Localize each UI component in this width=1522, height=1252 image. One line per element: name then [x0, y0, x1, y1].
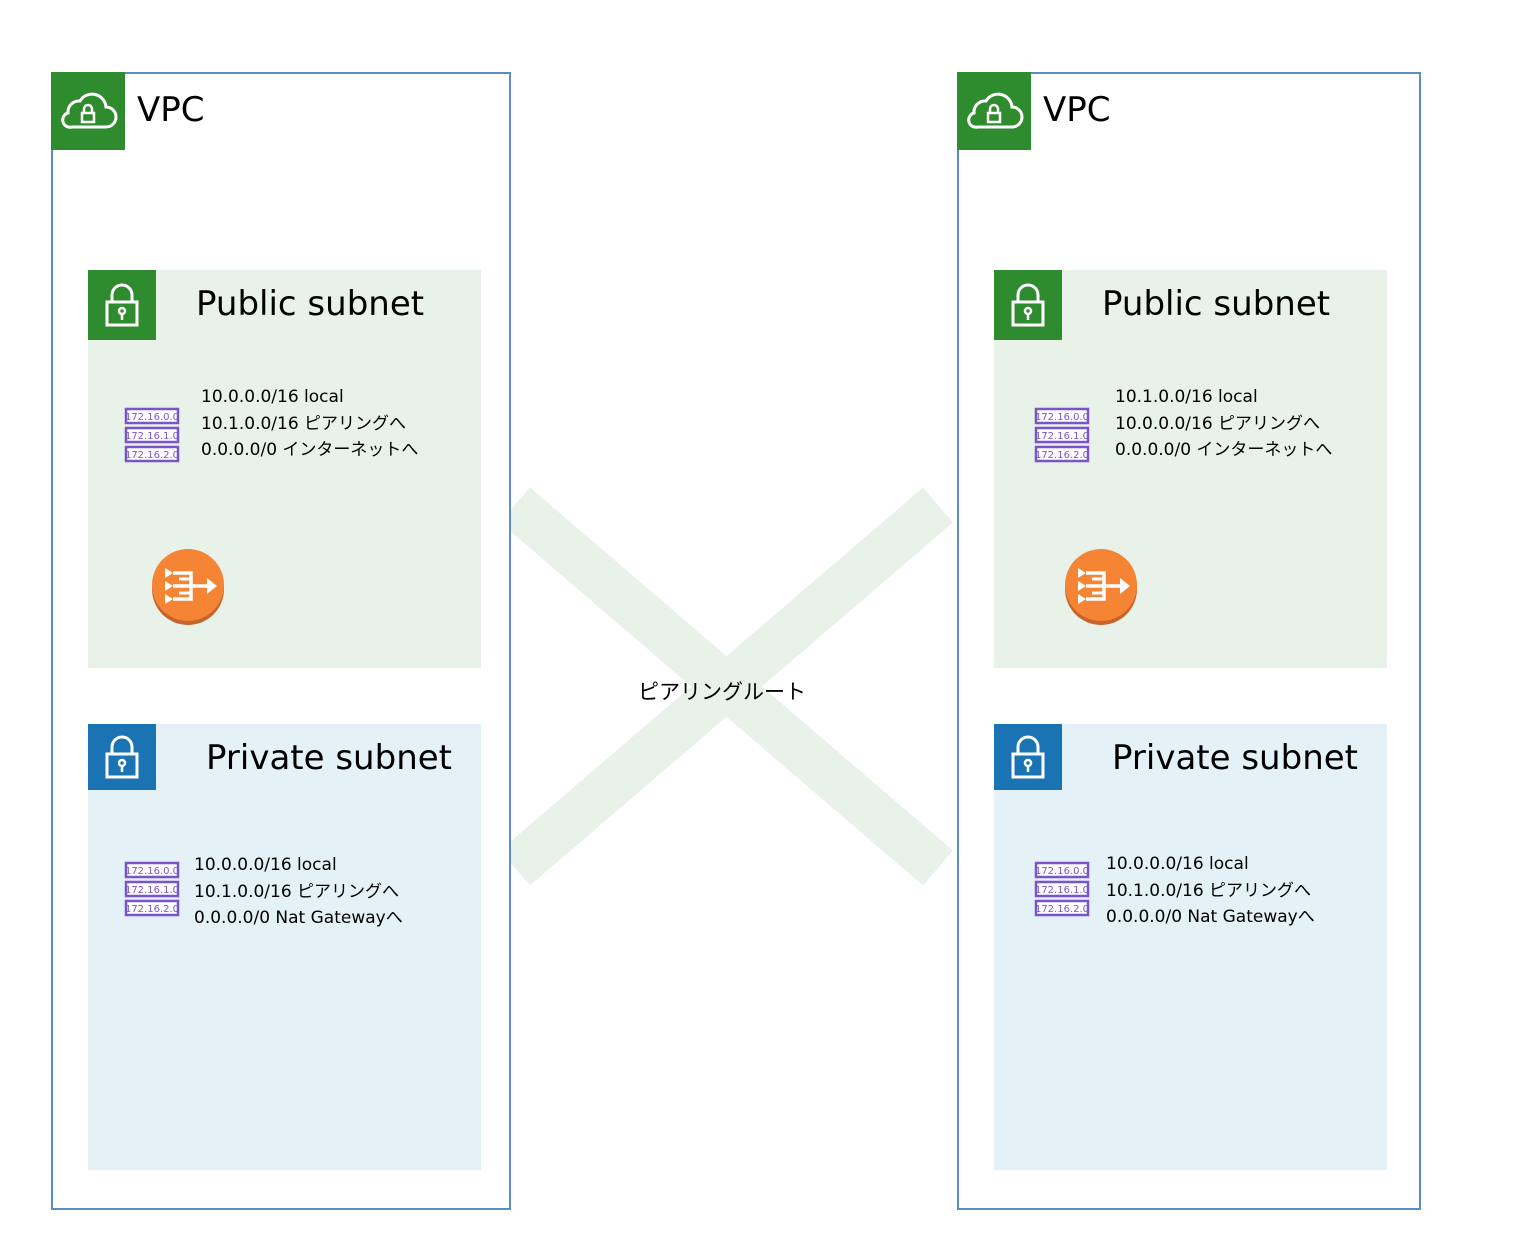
subnet-badge [88, 724, 156, 790]
padlock-icon [1011, 283, 1045, 327]
route-table-label: 172.16.2.0 [1035, 450, 1089, 461]
route-entry: 0.0.0.0/0 インターネットへ [1115, 440, 1333, 460]
vpc-badge [51, 72, 125, 150]
route-table-label: 172.16.1.0 [1035, 885, 1089, 896]
route-entry: 0.0.0.0/0 Nat Gatewayへ [1106, 907, 1315, 927]
padlock-icon [105, 735, 139, 779]
peering-route-label: ピアリングルート [638, 680, 806, 704]
route-table-label: 172.16.0.0 [1035, 412, 1089, 423]
nat-gateway-icon [152, 549, 224, 625]
subnet-badge [994, 270, 1062, 340]
route-table-label: 172.16.2.0 [125, 904, 179, 915]
route-entry: 10.0.0.0/16 ピアリングへ [1115, 413, 1321, 434]
vpc-title: VPC [137, 90, 205, 130]
route-table-label: 172.16.2.0 [125, 450, 179, 461]
route-table-icon: 172.16.0.0 172.16.1.0 172.16.2.0 [1034, 861, 1090, 917]
vpc-badge [957, 72, 1031, 150]
subnet-badge [994, 724, 1062, 790]
vpc-right: VPC Public subnet 172.16.0.0 172.16.1.0 … [957, 72, 1421, 1210]
subnet-badge [88, 270, 156, 340]
route-list: 10.1.0.0/16 local 10.0.0.0/16 ピアリングへ 0.0… [1115, 384, 1332, 464]
route-table-label: 172.16.1.0 [125, 431, 179, 442]
route-table-icon: 172.16.0.0 172.16.1.0 172.16.2.0 [1034, 407, 1090, 463]
route-entry: 10.1.0.0/16 ピアリングへ [194, 881, 400, 902]
cloud-lock-icon [61, 92, 118, 129]
nat-gateway-icon [1065, 549, 1137, 625]
route-entry: 10.1.0.0/16 local [1115, 387, 1258, 407]
route-table-icon: 172.16.0.0 172.16.1.0 172.16.2.0 [124, 861, 180, 917]
route-entry: 0.0.0.0/0 インターネットへ [201, 440, 419, 460]
padlock-icon [1011, 735, 1045, 779]
route-list: 10.0.0.0/16 local 10.1.0.0/16 ピアリングへ 0.0… [194, 852, 403, 932]
route-table-label: 172.16.0.0 [1035, 866, 1089, 877]
route-entry: 10.0.0.0/16 local [194, 855, 337, 875]
cloud-lock-icon [967, 92, 1024, 129]
route-entry: 10.1.0.0/16 ピアリングへ [1106, 880, 1312, 901]
route-list: 10.0.0.0/16 local 10.1.0.0/16 ピアリングへ 0.0… [1106, 851, 1315, 931]
route-table-label: 172.16.1.0 [125, 885, 179, 896]
route-table-icon: 172.16.0.0 172.16.1.0 172.16.2.0 [124, 407, 180, 463]
private-subnet: Private subnet 172.16.0.0 172.16.1.0 172… [88, 724, 481, 1170]
route-table-label: 172.16.0.0 [125, 412, 179, 423]
subnet-title: Private subnet [1112, 738, 1358, 778]
subnet-title: Public subnet [1102, 284, 1331, 324]
route-table-label: 172.16.2.0 [1035, 904, 1089, 915]
public-subnet: Public subnet 172.16.0.0 172.16.1.0 172.… [994, 270, 1387, 668]
route-entry: 10.0.0.0/16 local [1106, 854, 1249, 874]
vpc-left: VPC Public subnet 172.16.0.0 172.16.1.0 … [51, 72, 511, 1210]
subnet-title: Public subnet [196, 284, 425, 324]
vpc-title: VPC [1043, 90, 1111, 130]
route-table-label: 172.16.1.0 [1035, 431, 1089, 442]
route-list: 10.0.0.0/16 local 10.1.0.0/16 ピアリングへ 0.0… [201, 384, 418, 464]
route-entry: 10.0.0.0/16 local [201, 387, 344, 407]
padlock-icon [105, 283, 139, 327]
public-subnet: Public subnet 172.16.0.0 172.16.1.0 172.… [88, 270, 481, 668]
subnet-title: Private subnet [206, 738, 452, 778]
route-table-label: 172.16.0.0 [125, 866, 179, 877]
private-subnet: Private subnet 172.16.0.0 172.16.1.0 172… [994, 724, 1387, 1170]
route-entry: 0.0.0.0/0 Nat Gatewayへ [194, 908, 403, 928]
route-entry: 10.1.0.0/16 ピアリングへ [201, 413, 407, 434]
